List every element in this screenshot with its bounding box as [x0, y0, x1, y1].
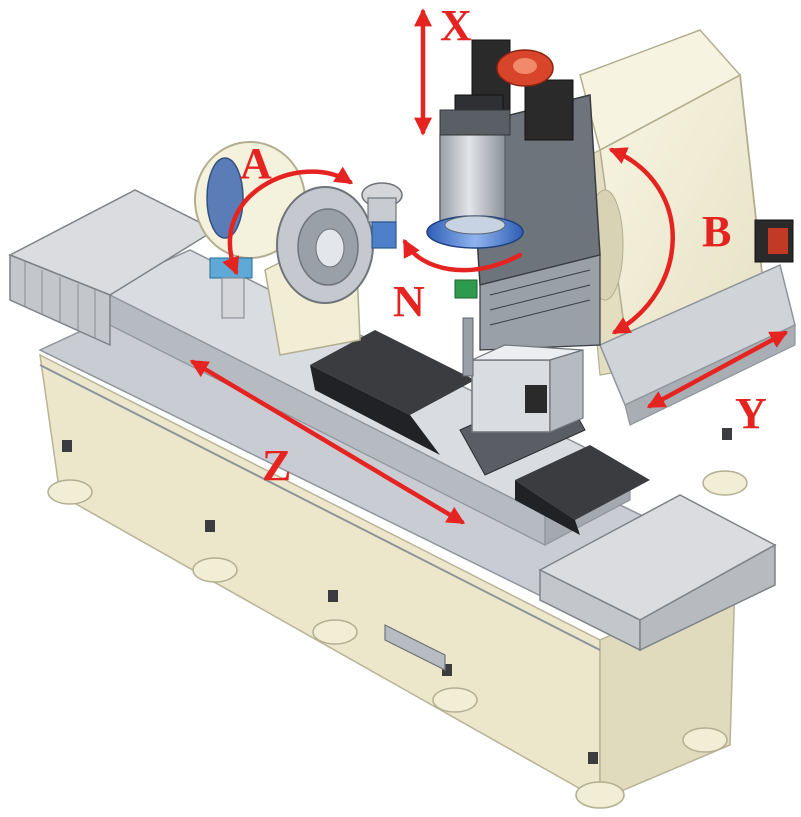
spindle-body	[439, 129, 506, 226]
axis-arrows	[189, 8, 789, 525]
right-bellows	[538, 494, 777, 652]
a-axis-arrow	[222, 166, 354, 276]
chuck	[361, 182, 403, 249]
z-axis-arrow	[189, 359, 466, 525]
z-axis-label: Z	[262, 441, 291, 490]
b-axis-label: B	[702, 207, 731, 256]
chip-tray	[384, 624, 446, 671]
column	[579, 29, 796, 426]
n-axis-label: N	[393, 277, 425, 326]
cross-slide	[454, 279, 586, 476]
y-axis-arrow	[646, 330, 789, 409]
x-axis-label: X	[440, 1, 472, 50]
a-axis-label: A	[240, 139, 272, 188]
b-axis-arrow	[608, 147, 675, 335]
spindle-head	[426, 39, 601, 351]
n-axis-arrow	[402, 238, 523, 273]
leveling-feet	[47, 470, 748, 809]
y-axis-label: Y	[735, 389, 767, 438]
